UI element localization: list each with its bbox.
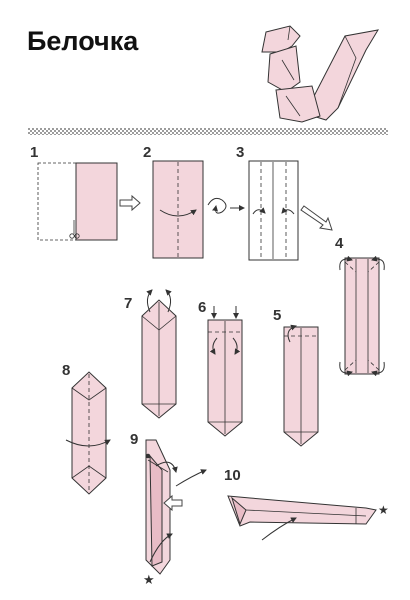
step-8-figure bbox=[65, 371, 111, 495]
push-arrow-icon bbox=[163, 494, 183, 512]
divider-band bbox=[28, 128, 388, 135]
step-4-figure bbox=[339, 255, 385, 377]
arrow-step-9-to-10 bbox=[175, 469, 207, 487]
step-1-figure bbox=[37, 162, 118, 241]
step-8-label: 8 bbox=[62, 362, 70, 379]
finished-squirrel-model bbox=[261, 25, 379, 123]
step-3-figure bbox=[248, 160, 299, 261]
step-4-label: 4 bbox=[335, 235, 344, 252]
arrow-step-3-to-4 bbox=[300, 205, 333, 231]
step-3-label: 3 bbox=[236, 144, 244, 161]
arrow-step-1-to-2 bbox=[119, 194, 141, 212]
step-6-figure bbox=[207, 306, 243, 437]
step-2-label: 2 bbox=[143, 144, 151, 161]
step-10-figure: ★ bbox=[227, 495, 389, 541]
step-6-label: 6 bbox=[198, 299, 206, 316]
step-5-figure bbox=[283, 324, 319, 447]
step-9-figure: ★ bbox=[143, 439, 183, 587]
page-title: Белочка bbox=[27, 26, 139, 56]
step-1-label: 1 bbox=[30, 144, 38, 161]
star-icon: ★ bbox=[378, 503, 389, 517]
step-2-figure bbox=[152, 160, 204, 259]
step-9-label: 9 bbox=[130, 431, 138, 448]
step-7-label: 7 bbox=[124, 295, 132, 312]
scissors-icon bbox=[69, 220, 80, 239]
turn-over-icon bbox=[207, 197, 245, 214]
step-5-label: 5 bbox=[273, 307, 281, 324]
step-10-label: 10 bbox=[224, 467, 241, 484]
star-icon: ★ bbox=[143, 572, 155, 587]
step-7-figure bbox=[141, 289, 177, 419]
